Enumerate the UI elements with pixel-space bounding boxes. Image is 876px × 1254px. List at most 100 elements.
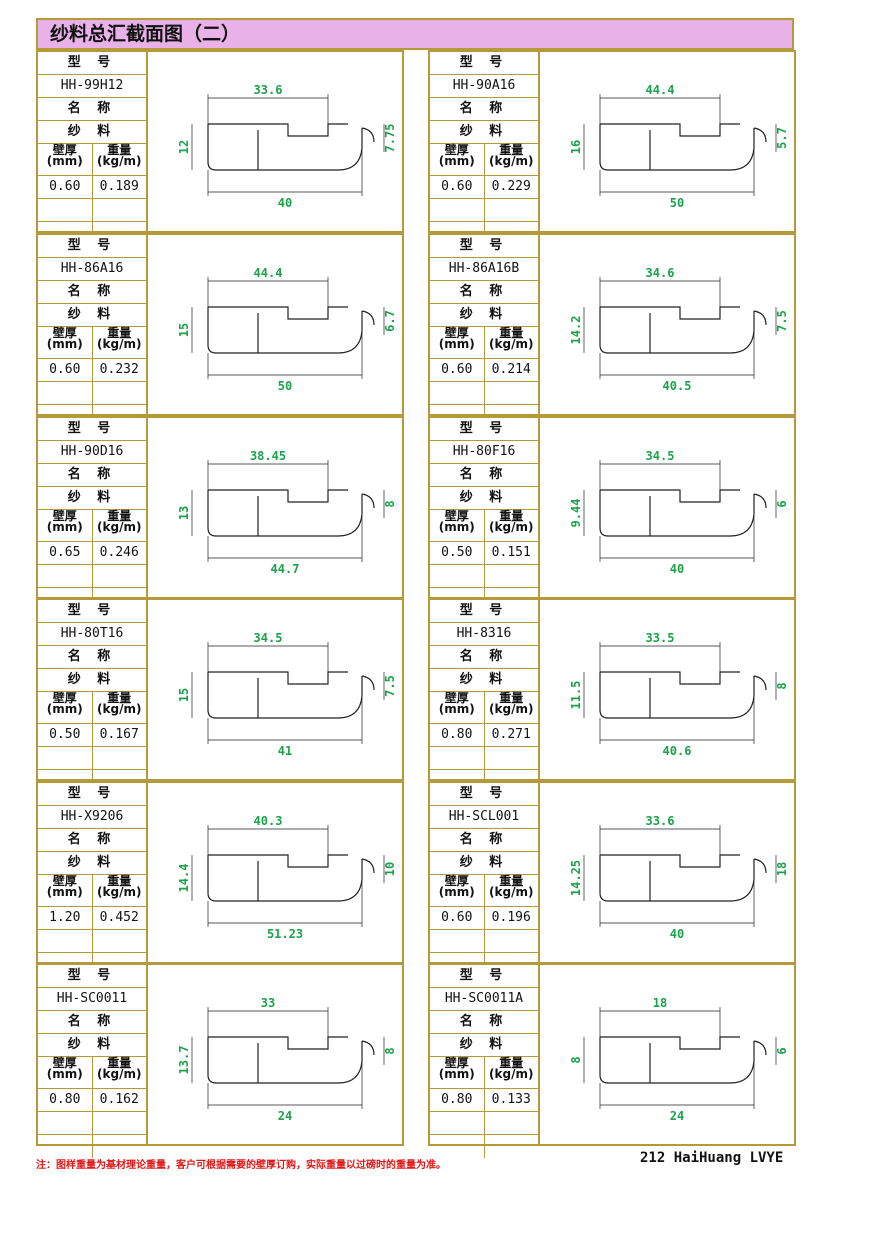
name-value: 纱 料: [430, 304, 538, 327]
blank-row: [38, 1112, 146, 1135]
name-header: 名 称: [38, 1011, 146, 1034]
section-svg: 44.4 50 15 6.7: [177, 266, 397, 393]
profile-outline: [599, 1037, 755, 1084]
model-value: HH-90A16: [430, 75, 538, 98]
weight-header: 重量(kg/m): [485, 692, 539, 723]
model-header: 型 号: [430, 965, 538, 988]
thickness-unit: (mm): [46, 702, 83, 716]
dim-bottom: 40: [670, 562, 684, 576]
profile-outline: [207, 1037, 363, 1084]
model-value: HH-86A16: [38, 258, 146, 281]
weight-header: 重量(kg/m): [93, 510, 147, 541]
name-value: 纱 料: [430, 669, 538, 692]
profile-card: 型 号 HH-SCL001 名 称 纱 料 壁厚(mm) 重量(kg/m) 0.…: [428, 781, 796, 976]
name-value: 纱 料: [38, 669, 146, 692]
profile-card: 型 号 HH-80F16 名 称 纱 料 壁厚(mm) 重量(kg/m) 0.5…: [428, 416, 796, 611]
section-svg: 34.6 40.5 14.2 7.5: [569, 266, 789, 393]
page-title: 纱料总汇截面图（二）: [36, 18, 794, 50]
spec-table: 型 号 HH-8316 名 称 纱 料 壁厚(mm) 重量(kg/m) 0.80…: [430, 600, 540, 793]
profile-outline: [599, 672, 755, 719]
weight-value: 0.133: [491, 1092, 531, 1107]
dim-left: 13.7: [177, 1046, 191, 1075]
profile-outline: [599, 490, 755, 537]
weight-label: 重量: [107, 1056, 132, 1070]
weight-value: 0.167: [99, 727, 139, 742]
thickness-header: 壁厚(mm): [430, 327, 485, 358]
spec-headers: 壁厚(mm) 重量(kg/m): [430, 692, 538, 724]
profile-inner: [600, 123, 740, 137]
spec-headers: 壁厚(mm) 重量(kg/m): [430, 144, 538, 176]
profile-inner: [208, 123, 348, 137]
dim-bottom: 41: [278, 744, 292, 758]
weight-value: 0.246: [99, 545, 139, 560]
name-header: 名 称: [38, 646, 146, 669]
weight-header: 重量(kg/m): [485, 510, 539, 541]
weight-header: 重量(kg/m): [93, 875, 147, 906]
spec-table: 型 号 HH-90D16 名 称 纱 料 壁厚(mm) 重量(kg/m) 0.6…: [38, 418, 148, 611]
page-number: 212 HaiHuang LVYE: [640, 1150, 784, 1166]
weight-header: 重量(kg/m): [93, 1057, 147, 1088]
weight-label: 重量: [107, 874, 132, 888]
blank-row: [430, 199, 538, 222]
dim-left: 14.2: [569, 316, 583, 345]
profile-card: 型 号 HH-8316 名 称 纱 料 壁厚(mm) 重量(kg/m) 0.80…: [428, 598, 796, 793]
weight-header: 重量(kg/m): [485, 1057, 539, 1088]
profile-inner: [600, 854, 740, 868]
weight-unit: (kg/m): [97, 154, 142, 168]
dim-top: 40.3: [254, 814, 283, 828]
thickness-label: 壁厚: [444, 1056, 469, 1070]
dim-left: 15: [177, 688, 191, 702]
weight-value: 0.232: [99, 362, 139, 377]
thickness-value: 0.80: [38, 1089, 93, 1111]
profile-inner: [208, 306, 348, 320]
dim-right: 18: [775, 862, 789, 876]
thickness-header: 壁厚(mm): [430, 1057, 485, 1088]
dim-bottom: 40.6: [663, 744, 692, 758]
section-svg: 34.5 41 15 7.5: [177, 631, 397, 758]
name-value: 纱 料: [38, 852, 146, 875]
dim-top: 44.4: [254, 266, 283, 280]
dim-top: 33.5: [646, 631, 675, 645]
dim-right: 7.5: [383, 675, 397, 697]
thickness-value: 0.60: [430, 907, 485, 929]
thickness-value: 0.65: [38, 542, 93, 564]
profile-card: 型 号 HH-SC0011 名 称 纱 料 壁厚(mm) 重量(kg/m) 0.…: [36, 963, 404, 1158]
weight-label: 重量: [499, 326, 524, 340]
dim-right: 6: [775, 500, 789, 507]
dim-right: 7.75: [383, 124, 397, 153]
spec-table: 型 号 HH-99H12 名 称 纱 料 壁厚(mm) 重量(kg/m) 0.6…: [38, 52, 148, 245]
name-value: 纱 料: [430, 852, 538, 875]
blank-row: [38, 1135, 146, 1158]
section-drawing: 33 24 13.7 8: [148, 965, 402, 1144]
name-value: 纱 料: [430, 487, 538, 510]
thickness-header: 壁厚(mm): [430, 875, 485, 906]
profile-outline: [207, 307, 363, 354]
dim-right: 6: [775, 1047, 789, 1054]
dim-bottom: 24: [670, 1109, 684, 1123]
dim-right: 8: [775, 682, 789, 689]
thickness-value: 0.80: [430, 1089, 485, 1111]
thickness-value: 0.60: [430, 359, 485, 381]
footer-note: 注：图样重量为基材理论重量，客户可根据需要的壁厚订购，实际重量以过磅时的重量为准…: [36, 1160, 446, 1171]
spec-headers: 壁厚(mm) 重量(kg/m): [430, 1057, 538, 1089]
spec-values: 0.80 0.271: [430, 724, 538, 747]
weight-unit: (kg/m): [97, 702, 142, 716]
spec-values: 0.60 0.196: [430, 907, 538, 930]
weight-label: 重量: [499, 143, 524, 157]
thickness-unit: (mm): [46, 154, 83, 168]
weight-label: 重量: [499, 1056, 524, 1070]
profile-card: 型 号 HH-90A16 名 称 纱 料 壁厚(mm) 重量(kg/m) 0.6…: [428, 50, 796, 245]
profile-outline: [207, 124, 363, 171]
spec-values: 0.50 0.167: [38, 724, 146, 747]
name-header: 名 称: [430, 646, 538, 669]
section-svg: 44.4 50 16 5.7: [569, 83, 789, 210]
weight-unit: (kg/m): [97, 1067, 142, 1081]
thickness-label: 壁厚: [444, 143, 469, 157]
dim-top: 18: [653, 996, 667, 1010]
weight-label: 重量: [107, 143, 132, 157]
thickness-unit: (mm): [438, 337, 475, 351]
spec-headers: 壁厚(mm) 重量(kg/m): [430, 510, 538, 542]
weight-header: 重量(kg/m): [93, 144, 147, 175]
name-header: 名 称: [430, 464, 538, 487]
weight-unit: (kg/m): [489, 1067, 534, 1081]
